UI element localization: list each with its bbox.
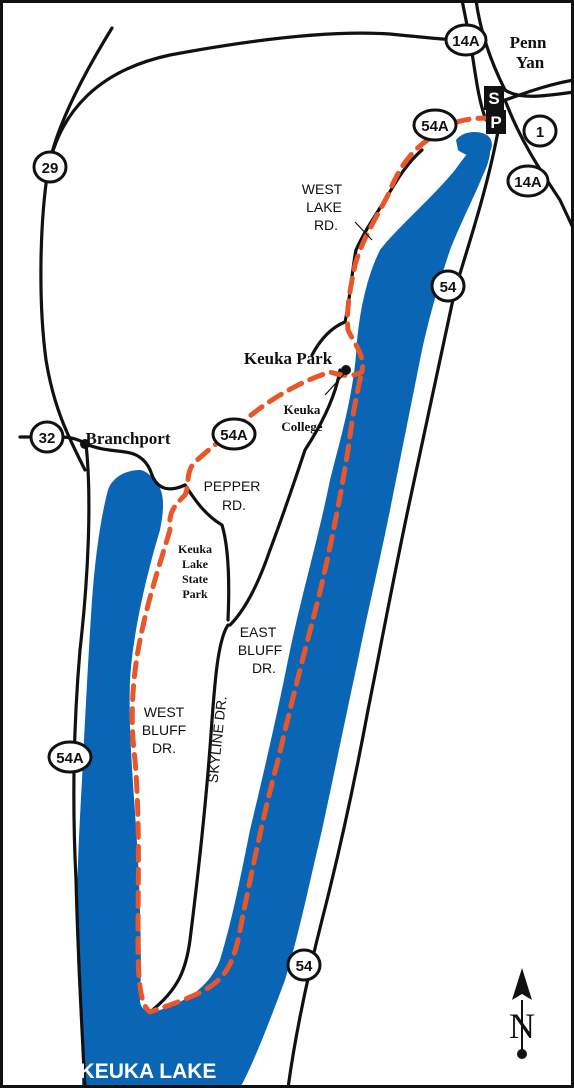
west-lake-rd-label-line1: WEST xyxy=(302,181,343,197)
svg-text:29: 29 xyxy=(42,160,59,177)
start-marker-s: S xyxy=(488,89,499,108)
lake-name-label: KEUKA LAKE xyxy=(80,1060,217,1083)
keuka-park-label: Keuka Park xyxy=(244,349,333,368)
svg-text:54: 54 xyxy=(440,279,457,296)
north-label: N xyxy=(509,1006,535,1046)
state-park-label-line2: Lake xyxy=(182,557,209,571)
keuka-lake-water xyxy=(76,142,491,1088)
keuka-college-leader xyxy=(324,371,347,396)
shield-54a-mid: 54A xyxy=(211,417,257,451)
road-pepper-skyline xyxy=(183,483,231,622)
branchport-label: Branchport xyxy=(86,429,171,448)
svg-text:14A: 14A xyxy=(452,33,480,50)
shield-29: 29 xyxy=(32,150,68,184)
svg-text:54A: 54A xyxy=(220,427,248,444)
branchport-dot xyxy=(80,439,90,449)
start-marker: S P xyxy=(484,86,506,134)
keuka-college-label-line2: College xyxy=(281,419,322,434)
start-marker-p: P xyxy=(490,113,501,132)
east-bluff-dr-label-line3: DR. xyxy=(252,660,276,676)
shield-54a-lower: 54A xyxy=(47,740,93,774)
shield-1: 1 xyxy=(522,114,558,148)
north-arrow-head xyxy=(512,968,532,1000)
svg-text:54A: 54A xyxy=(56,750,84,767)
svg-text:54: 54 xyxy=(296,958,313,975)
road-penn-yan-east xyxy=(503,88,574,98)
west-lake-rd-leader xyxy=(354,221,373,241)
road-skyline-dr xyxy=(148,623,230,1014)
shield-14a-right: 14A xyxy=(506,164,550,198)
keuka-college-label-line1: Keuka xyxy=(284,402,321,417)
road-keuka-park-peninsula xyxy=(228,368,342,627)
keuka-park-dot xyxy=(341,365,351,375)
road-north-arc xyxy=(46,31,464,172)
svg-text:1: 1 xyxy=(536,124,544,141)
state-park-label-line3: State xyxy=(182,572,209,586)
road-branchport-east xyxy=(84,442,187,491)
state-park-label-line1: Keuka xyxy=(178,542,212,556)
svg-text:14A: 14A xyxy=(514,174,542,191)
pepper-rd-label-line2: RD. xyxy=(222,497,246,513)
west-bluff-dr-label-line3: DR. xyxy=(152,740,176,756)
svg-text:54A: 54A xyxy=(421,118,449,135)
west-lake-rd-label-line3: RD. xyxy=(314,217,338,233)
shield-54-lower: 54 xyxy=(286,948,322,982)
shield-32: 32 xyxy=(29,420,65,454)
north-arrow-base xyxy=(517,1049,527,1059)
penn-yan-label-line2: Yan xyxy=(516,53,545,72)
west-bluff-dr-label-line1: WEST xyxy=(144,704,185,720)
shield-14a-top: 14A xyxy=(444,23,488,57)
state-park-label-line4: Park xyxy=(182,587,208,601)
penn-yan-label-line1: Penn xyxy=(510,33,547,52)
shield-54-upper: 54 xyxy=(430,269,466,303)
pepper-rd-label-line1: PEPPER xyxy=(204,478,261,494)
road-route-14a-se xyxy=(503,98,574,232)
east-bluff-dr-label-line1: EAST xyxy=(240,624,277,640)
north-arrow: N xyxy=(509,968,535,1059)
bike-route-path xyxy=(129,115,495,1015)
west-bluff-dr-label-line2: BLUFF xyxy=(142,722,186,738)
route-shields: 14A 54A 1 14A 29 54 54A 32 xyxy=(29,23,558,982)
lake-inlet-penn-yan xyxy=(456,132,492,158)
shield-54a-top: 54A xyxy=(412,108,458,142)
east-bluff-dr-label-line2: BLUFF xyxy=(238,642,282,658)
road-route-29 xyxy=(39,26,114,472)
svg-text:32: 32 xyxy=(39,430,56,447)
west-lake-rd-label-line2: LAKE xyxy=(306,199,342,215)
road-route-1 xyxy=(503,78,574,102)
